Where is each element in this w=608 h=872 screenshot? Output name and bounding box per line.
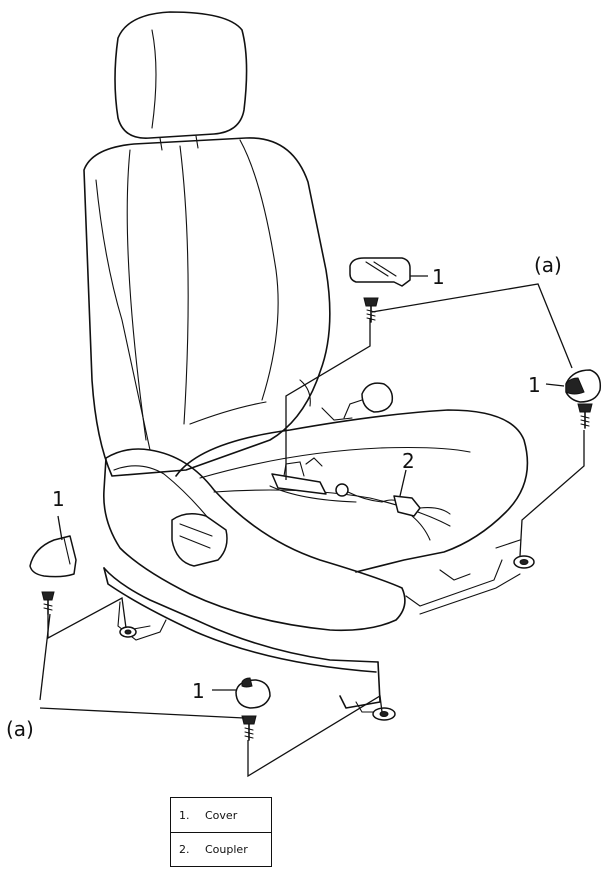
legend-row-cover: 1. Cover [171,798,271,832]
callout-cover-top: 1 [432,265,445,289]
callout-cover-left: 1 [52,487,65,511]
seat-cushion [175,409,529,573]
bolt-holes [119,555,535,721]
coupler [271,457,451,541]
legend-number: 1. [179,808,190,822]
cover-left [29,535,77,578]
legend-table: 1. Cover 2. Coupler [170,797,272,867]
cover-bottom [235,677,271,709]
leader-lines [39,275,585,778]
legend-row-coupler: 2. Coupler [171,832,271,866]
cover-right [565,369,602,403]
seat-frame [103,539,521,713]
callout-fastener-right: (a) [534,253,562,277]
headrest [114,11,248,151]
bolts [41,297,593,741]
callout-cover-bottom: 1 [192,679,205,703]
legend-label: Coupler [205,843,248,856]
legend-number: 2. [179,843,190,856]
callout-cover-right: 1 [528,373,541,397]
legend-label: Cover [205,808,238,822]
callouts: 1 1 1 1 2 (a) (a) [6,253,562,741]
seat-back [83,137,331,477]
cover-top [349,257,411,287]
recline-handle [321,382,394,421]
callout-fastener-left: (a) [6,717,34,741]
callout-coupler: 2 [402,449,415,473]
side-trim [103,448,406,632]
